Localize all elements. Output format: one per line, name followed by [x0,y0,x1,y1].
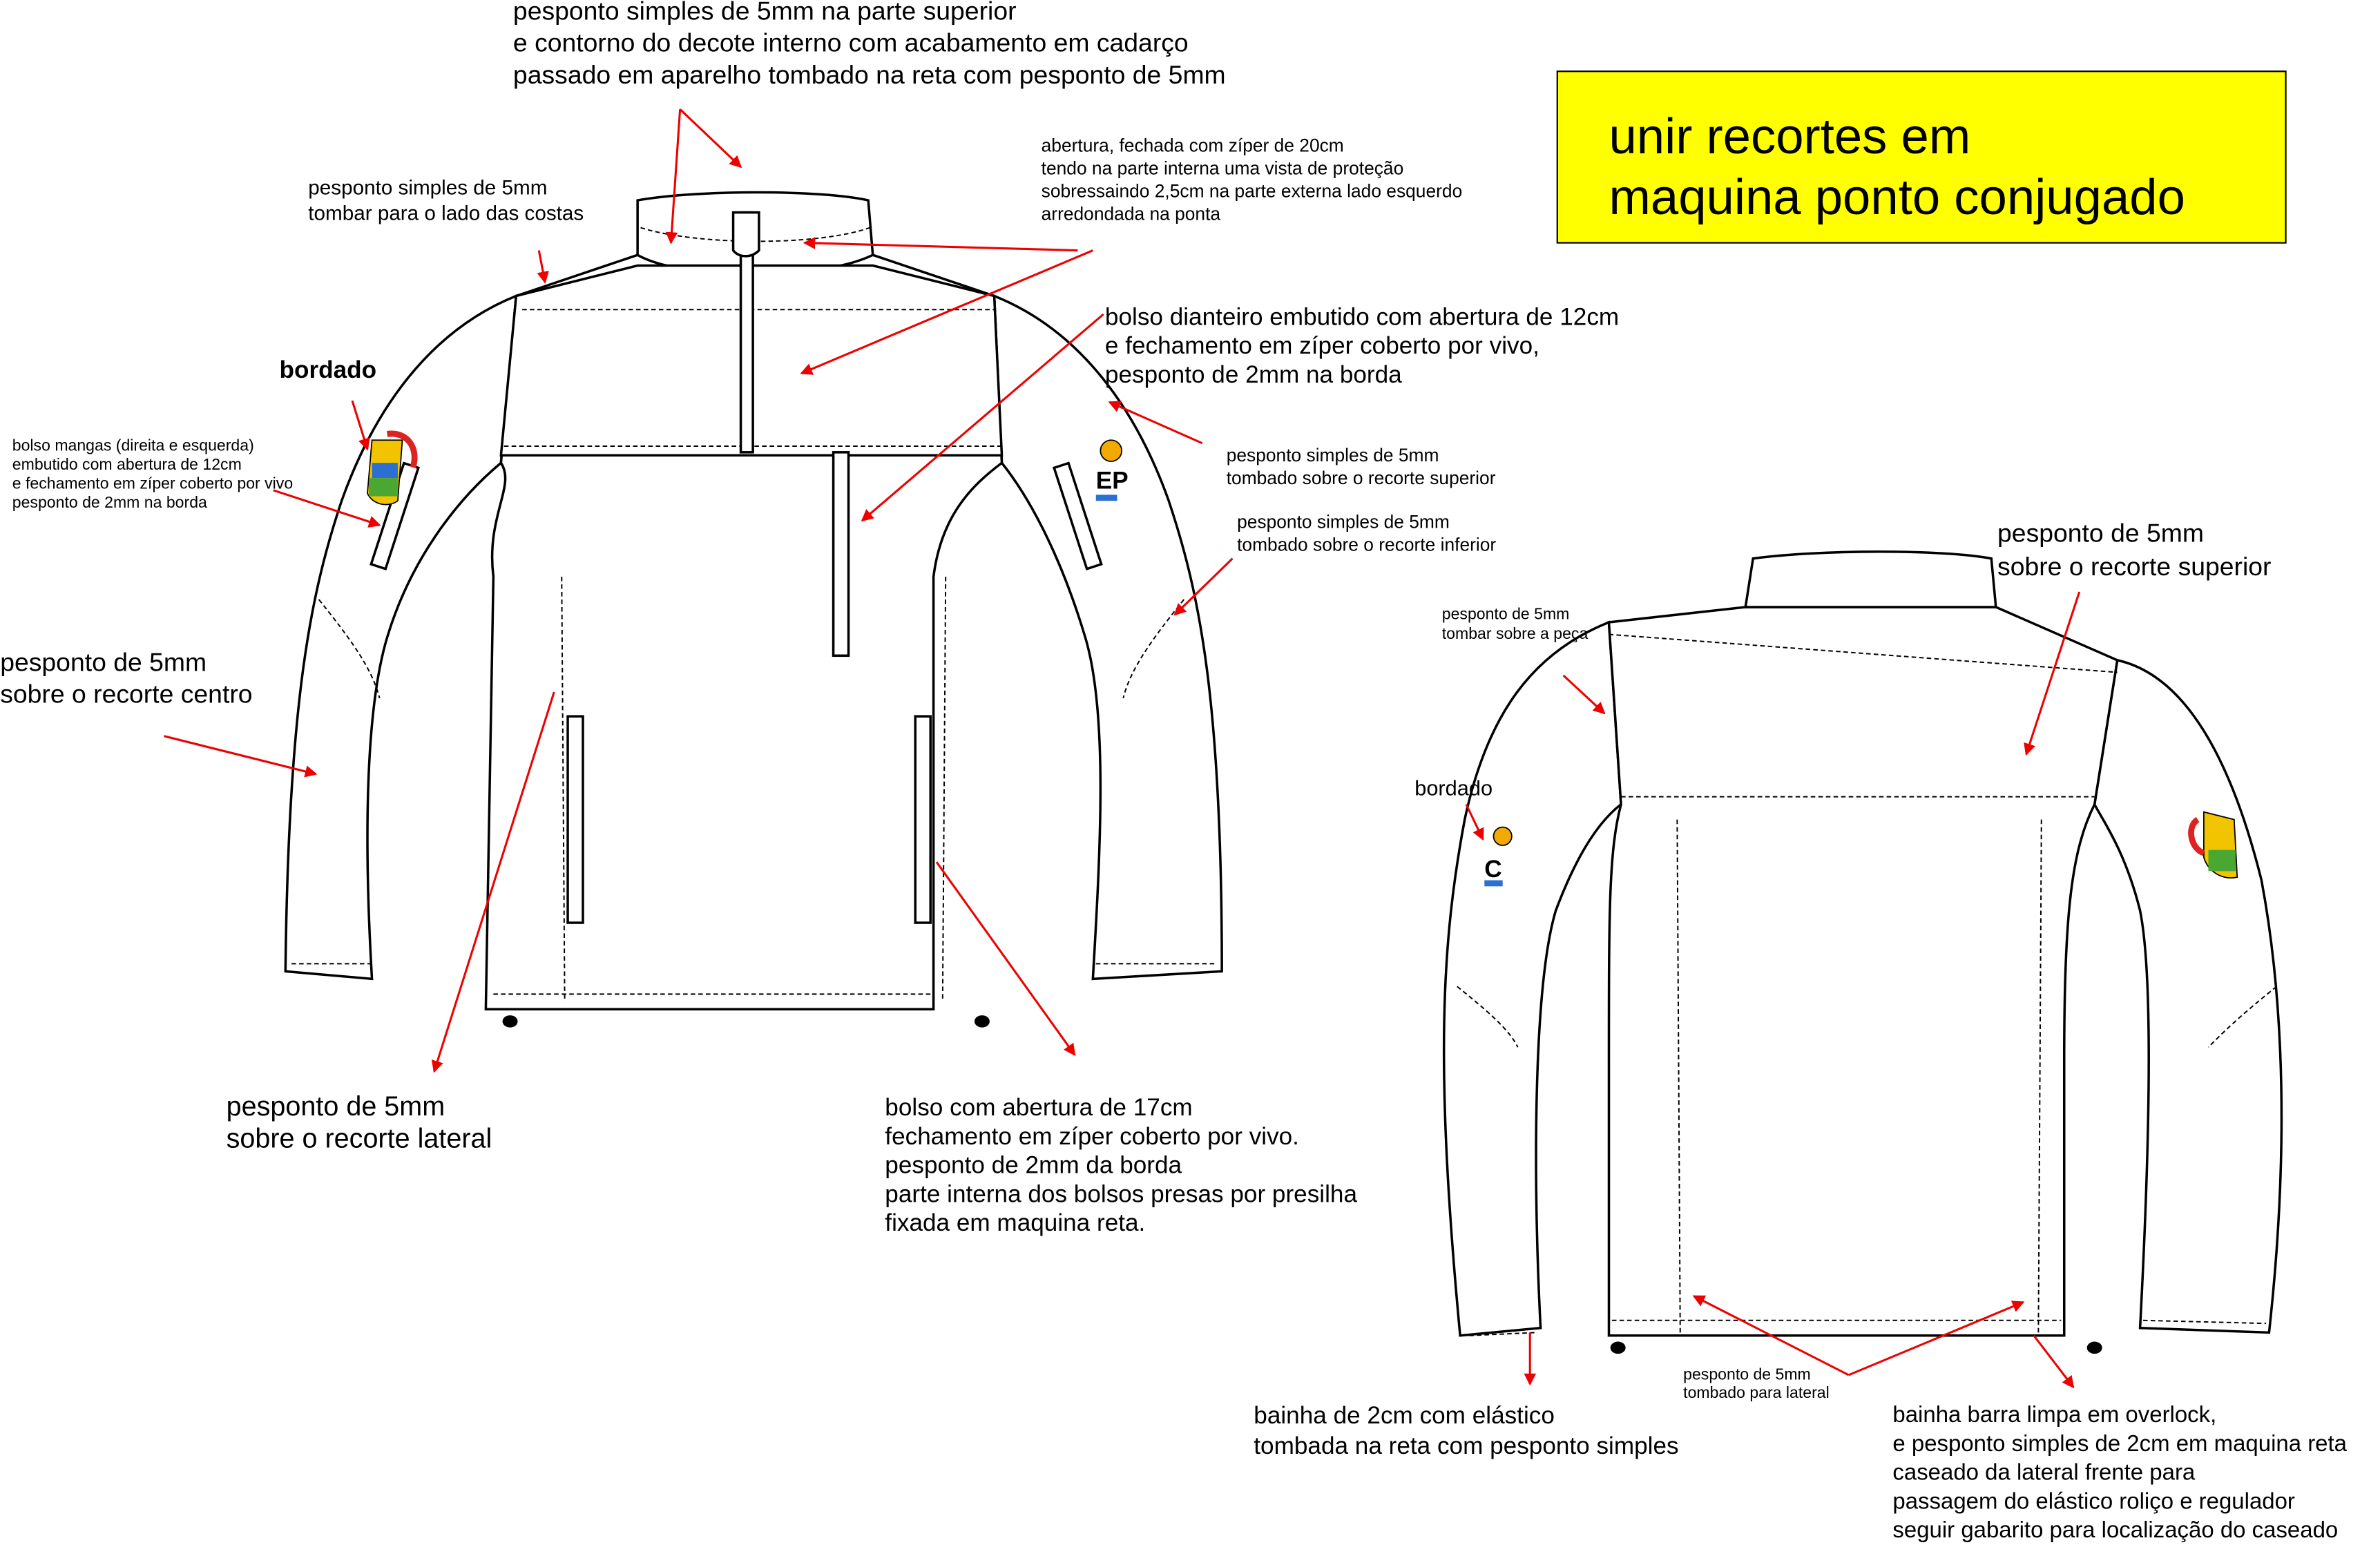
front-zip-note-line: tendo na parte interna uma vista de prot… [1042,158,1404,179]
highlight-note-box: unir recortes em maquina ponto conjugado [1556,70,2287,244]
side-pocket-note-line: fixada em maquina reta. [885,1209,1145,1236]
annotation-arrow [861,313,1104,522]
back-city-crest-emblem [2188,811,2238,879]
sleeve-pocket-note-line: embutido com abertura de 12cm [12,455,242,473]
back-hem-note-line: passagem do elástico roliço e regulador [1892,1488,2295,1513]
front-top-note-line: passado em aparelho tombado na reta com … [513,60,1226,89]
svg-text:C: C [1484,856,1501,883]
front-upper-seam-note-line: tombado sobre o recorte superior [1227,468,1496,488]
back-upper-seam-note-line: pesponto de 5mm [1997,518,2204,547]
front-zip-note-line: sobressaindo 2,5cm na parte externa lado… [1042,181,1463,202]
annotation-arrow [800,249,1093,375]
back-logo-emblem: C [1484,826,1513,887]
back-shoulder-note-line: tombar sobre a peça [1442,624,1589,642]
front-lower-seam-note-line: tombado sobre o recorte inferior [1237,535,1496,555]
chest-pocket-note-line: pesponto de 2mm na borda [1105,361,1402,388]
back-body [1607,606,2119,1337]
logo-emblem: EP [1095,439,1129,501]
annotation-arrow [803,237,1078,252]
back-jacket-drawing: C [1442,550,2283,1354]
svg-text:EP: EP [1096,468,1129,495]
annotation-arrow [665,109,682,244]
side-pocket-note-line: pesponto de 2mm da borda [885,1152,1182,1179]
city-crest-emblem [367,430,418,506]
annotation-arrow [1465,803,1484,841]
annotation-arrow [351,400,370,451]
back-right-sleeve [2093,658,2283,1334]
highlight-line-2: maquina ponto conjugado [1609,169,2185,225]
back-upper-seam-note-line: sobre o recorte superior [1997,552,2271,581]
back-hem-note-line: e pesponto simples de 2cm em maquina ret… [1892,1430,2347,1456]
chest-pocket-zipper [832,451,850,658]
chest-pocket-note-line: bolso dianteiro embutido com abertura de… [1105,303,1619,330]
back-side-note-line: pesponto de 5mm [1683,1365,1811,1383]
back-left-sleeve [1442,620,1622,1337]
back-side-note-line: tombado para lateral [1683,1383,1830,1401]
side-seam-note-line: pesponto de 5mm [227,1091,445,1122]
front-jacket-drawing: EP [284,191,1223,1028]
center-seam-note-line: pesponto de 5mm [0,647,207,676]
chest-pocket-note-line: e fechamento em zíper coberto por vivo, [1105,332,1539,359]
annotation-arrow [1173,557,1234,616]
side-pocket-note-line: parte interna dos bolsos presas por pres… [885,1180,1357,1207]
sleeve-pocket-note-line: bolso mangas (direita e esquerda) [12,436,254,454]
side-pocket-note-line: bolso com abertura de 17cm [885,1094,1192,1121]
sleeve-pocket-note-line: pesponto de 2mm na borda [12,493,207,511]
annotation-arrow [1848,1301,2025,1376]
annotation-arrow [679,108,742,169]
front-zip-note-line: abertura, fechada com zíper de 20cm [1042,135,1344,156]
back-embroidery-label-line: bordado [1414,776,1493,800]
annotation-arrow [273,489,381,528]
front-shoulder-note-line: tombar para o lado das costas [308,202,584,225]
right-side-pocket-zipper [914,715,932,924]
center-seam-note-line: sobre o recorte centro [0,679,252,708]
back-cuff-note-line: bainha de 2cm com elástico [1254,1402,1555,1429]
annotation-arrows [164,108,2081,1389]
front-top-note-line: e contorno do decote interno com acabame… [513,28,1189,57]
annotation-arrow [2033,1334,2075,1389]
annotation-arrow [1108,401,1203,445]
annotation-arrow [431,691,555,1073]
front-top-note-line: pesponto simples de 5mm na parte superio… [513,0,1017,26]
back-hem-note-line: caseado da lateral frente para [1892,1459,2196,1485]
right-sleeve-pocket [1052,461,1103,570]
front-zip-note-line: arredondada na ponta [1042,204,1221,224]
left-side-pocket-zipper [566,715,584,924]
front-embroidery-label-line: bordado [280,356,377,383]
front-shoulder-note-line: pesponto simples de 5mm [308,176,547,199]
annotation-arrow [1562,674,1606,715]
front-lower-seam-note-line: pesponto simples de 5mm [1237,512,1450,532]
annotation-arrow [1692,1295,1850,1376]
annotation-arrow [935,861,1076,1057]
annotation-arrow [2024,591,2081,756]
front-left-sleeve [284,294,518,981]
back-shoulder-note-line: pesponto de 5mm [1442,605,1570,623]
back-hem-note-line: seguir gabarito para localização do case… [1892,1517,2338,1542]
annotation-arrow [537,250,549,284]
annotation-arrow [164,735,318,778]
sleeve-pocket-note-line: e fechamento em zíper coberto por vivo [12,474,293,492]
front-right-sleeve [992,294,1223,981]
back-hem-note-line: bainha barra limpa em overlock, [1892,1401,2216,1427]
side-seam-note-line: sobre o recorte lateral [227,1123,492,1153]
side-pocket-note-line: fechamento em zíper coberto por vivo. [885,1123,1299,1150]
back-cuff-note-line: tombada na reta com pesponto simples [1254,1432,1678,1459]
front-upper-seam-note-line: pesponto simples de 5mm [1227,445,1439,466]
highlight-line-1: unir recortes em [1609,108,1970,164]
back-collar [1744,550,1997,608]
